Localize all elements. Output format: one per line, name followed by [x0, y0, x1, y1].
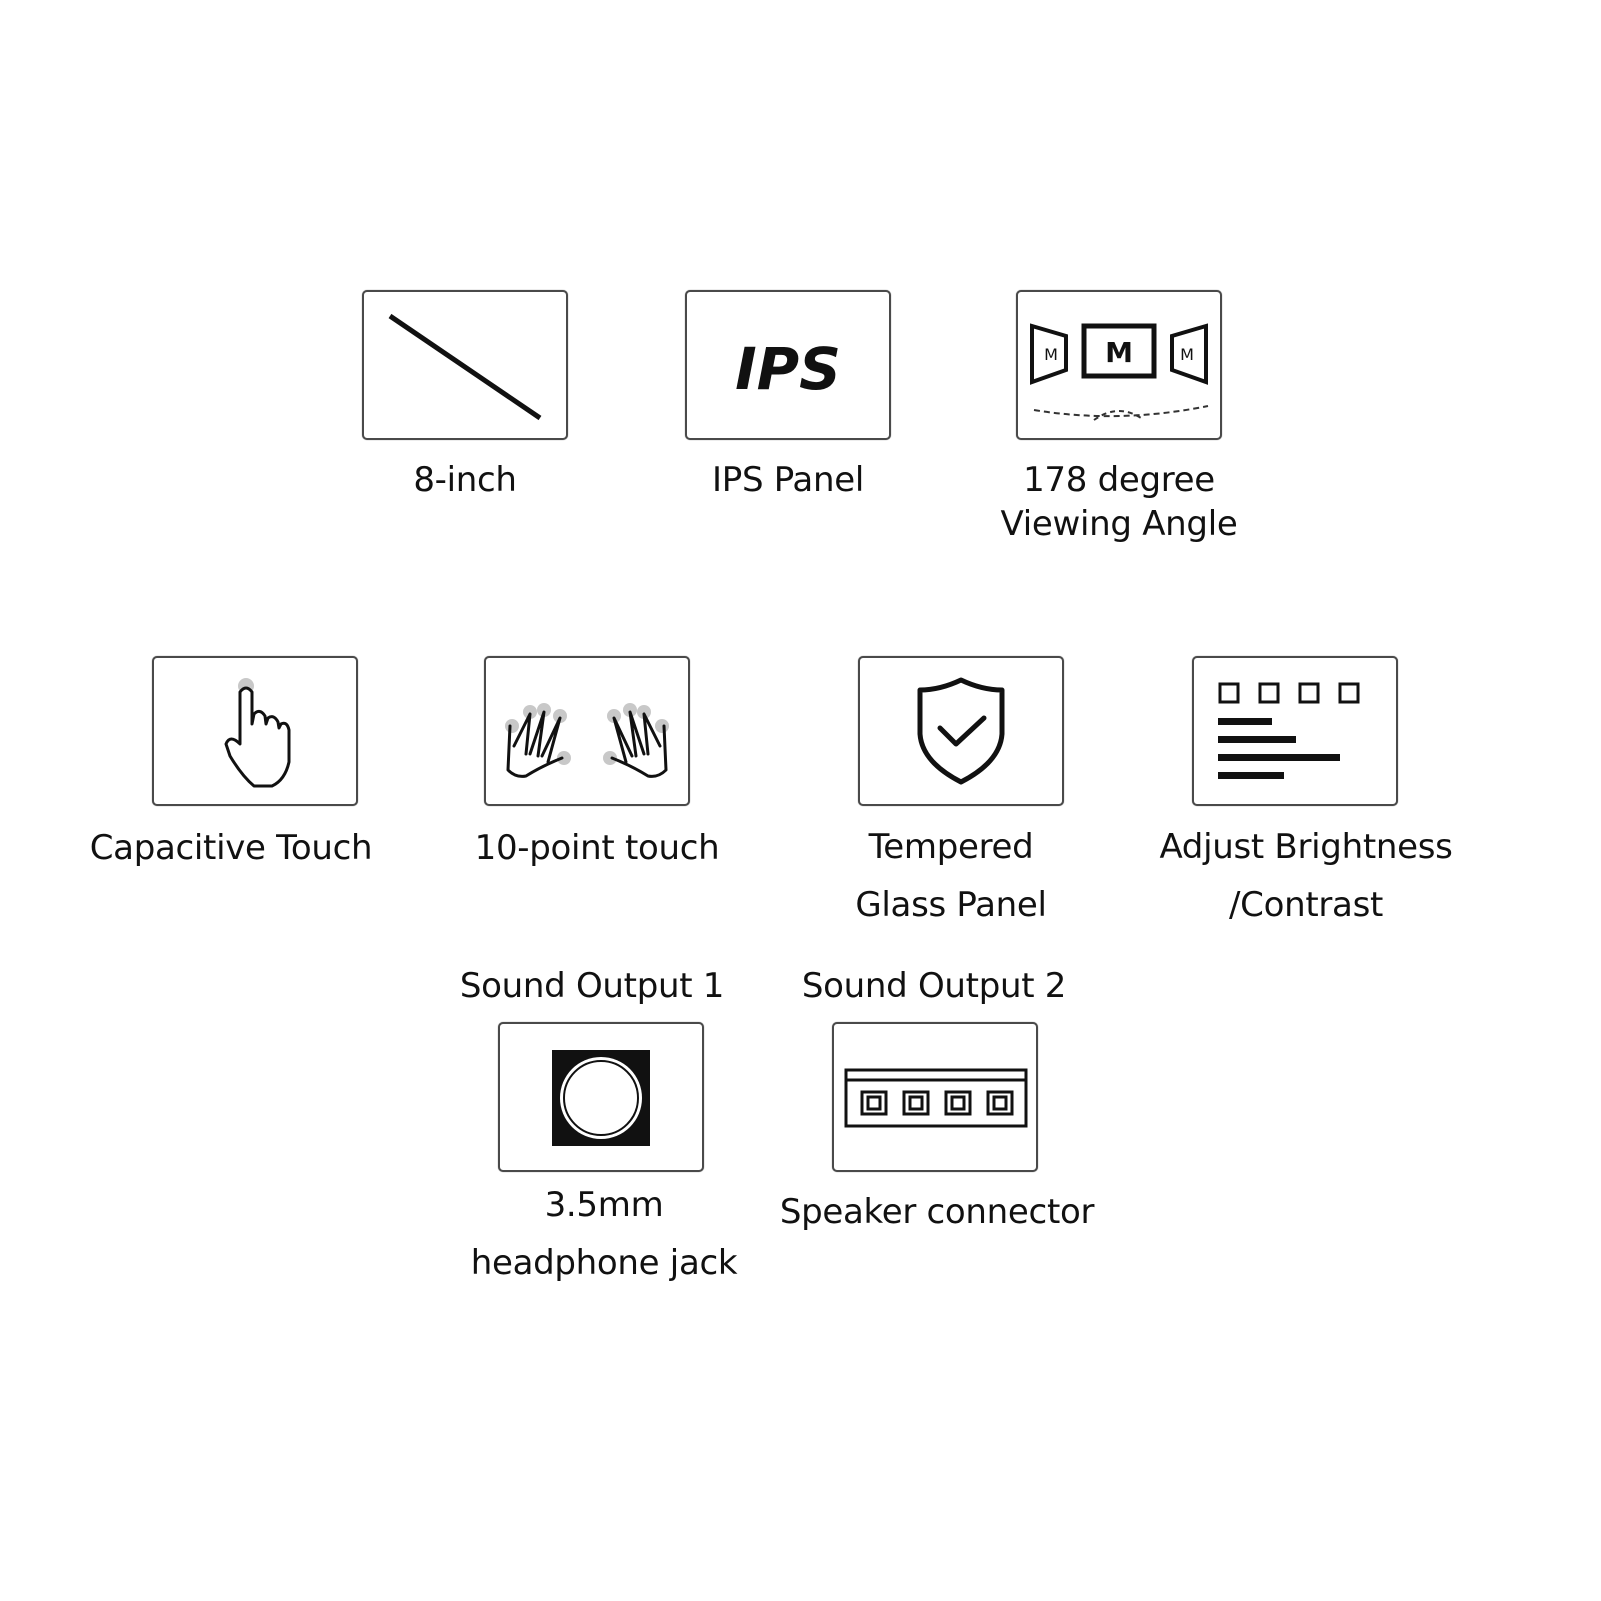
- screen-size-box: [362, 290, 568, 440]
- viewing-angle-label-1: 178 degree: [1023, 460, 1215, 500]
- multitouch-box: [484, 656, 690, 806]
- speaker-connector-icon: [844, 1068, 1028, 1128]
- right-view-letter: M: [1180, 345, 1194, 364]
- headphone-jack-box: [498, 1022, 704, 1172]
- diagonal-line-icon: [388, 313, 542, 421]
- left-view-letter: M: [1044, 345, 1058, 364]
- viewing-angle-icon: M M M: [1030, 323, 1209, 421]
- sound-output-1-heading: Sound Output 1: [459, 966, 725, 1006]
- two-hands-icon: [505, 703, 669, 778]
- brightness-box: [1192, 656, 1398, 806]
- ips-icon-text: IPS: [735, 335, 841, 403]
- panel-box: IPS: [685, 290, 891, 440]
- speaker-connector-label: Speaker connector: [779, 1192, 1095, 1232]
- speaker-connector-box: [832, 1022, 1038, 1172]
- viewing-angle-label-2: Viewing Angle: [1000, 504, 1238, 544]
- settings-panel-icon: [1218, 682, 1360, 779]
- multitouch-label: 10-point touch: [474, 828, 720, 868]
- touch-box: [152, 656, 358, 806]
- touch-label: Capacitive Touch: [89, 828, 373, 868]
- panel-label: IPS Panel: [712, 460, 864, 500]
- brightness-label-1: Adjust Brightness: [1159, 827, 1453, 867]
- ips-icon: IPS: [735, 335, 841, 403]
- shield-check-icon: [917, 677, 1005, 785]
- sound-output-2-heading: Sound Output 2: [801, 966, 1067, 1006]
- headphone-label-1: 3.5mm: [544, 1185, 664, 1225]
- screen-size-label: 8-inch: [413, 460, 517, 500]
- glass-label-2: Glass Panel: [855, 885, 1047, 925]
- headphone-label-2: headphone jack: [470, 1243, 738, 1283]
- viewing-angle-box: M M M: [1016, 290, 1222, 440]
- pointing-hand-icon: [224, 678, 291, 788]
- glass-label-1: Tempered: [868, 827, 1034, 867]
- center-view-letter: M: [1105, 336, 1133, 369]
- brightness-label-2: /Contrast: [1228, 885, 1384, 925]
- headphone-jack-icon: [552, 1050, 650, 1146]
- glass-box: [858, 656, 1064, 806]
